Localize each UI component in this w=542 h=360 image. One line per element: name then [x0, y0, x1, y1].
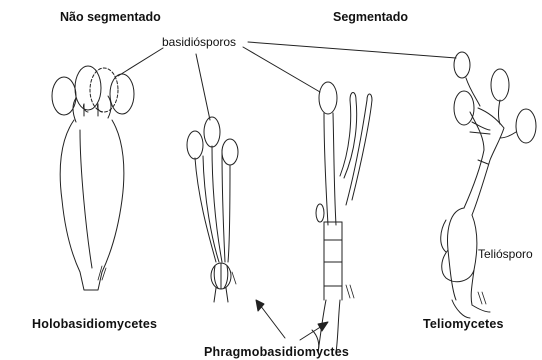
header-unsegmented: Não segmentado: [60, 11, 161, 24]
teliospore-label: Teliósporo: [478, 248, 533, 260]
phragmobasidium-longitudinal-drawing: [187, 117, 238, 302]
basidiospores-label: basidiósporos: [162, 36, 236, 48]
group-teliomycetes: Teliomycetes: [423, 318, 504, 331]
phragmobasidium-transverse-drawing: [312, 82, 372, 352]
teliomycete-drawing: [441, 52, 536, 318]
group-holobasidiomycetes: Holobasidiomycetes: [32, 318, 157, 331]
phragmo-pointer-arrows: [256, 300, 328, 340]
holobasidium-drawing: [52, 66, 134, 290]
header-segmented: Segmentado: [333, 11, 408, 24]
group-phragmobasidiomycetes: Phragmobasidiomyctes: [204, 346, 349, 359]
spore-leader-lines: [118, 42, 456, 120]
